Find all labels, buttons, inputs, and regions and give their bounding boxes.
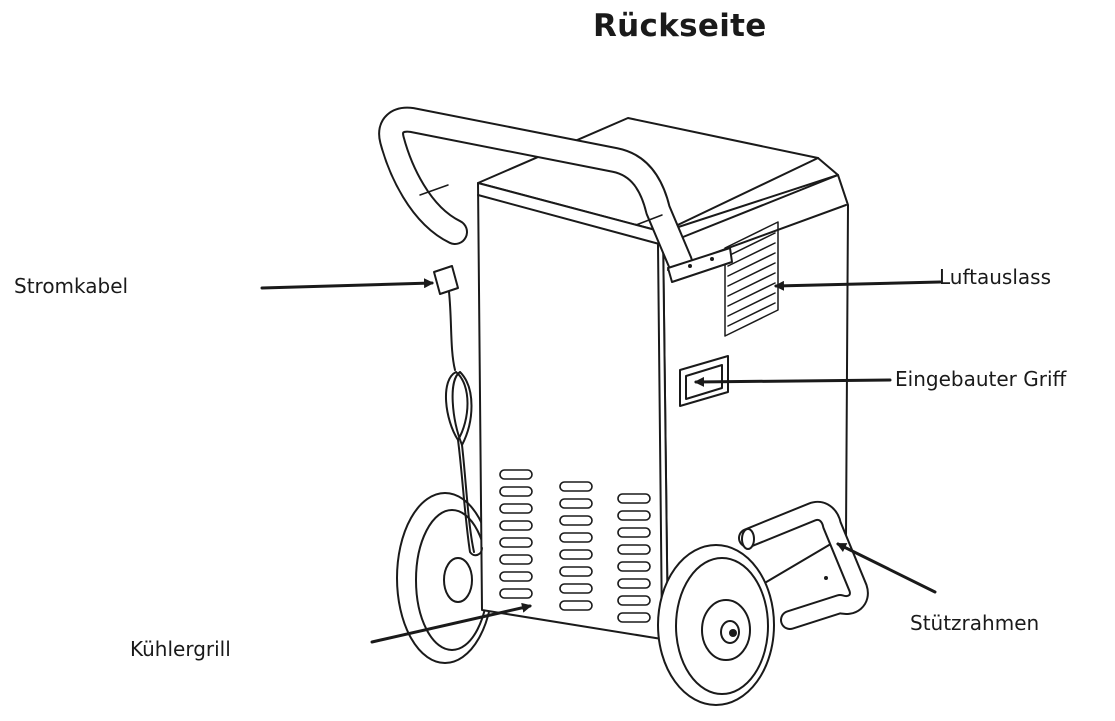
arrow-radiator-grille bbox=[370, 602, 532, 644]
label-air-outlet: Luftauslass bbox=[939, 265, 1052, 289]
arrow-built-in-handle bbox=[694, 376, 892, 387]
left-wheel bbox=[396, 492, 494, 664]
air-outlet-louvres bbox=[724, 221, 779, 337]
push-handle bbox=[378, 106, 733, 283]
label-power-cable: Stromkabel bbox=[14, 274, 129, 298]
arrow-air-outlet bbox=[774, 280, 942, 291]
arrow-support-frame bbox=[836, 542, 937, 594]
label-built-in-handle: Eingebauter Griff bbox=[895, 367, 1067, 391]
arrow-power-cable bbox=[260, 278, 434, 290]
label-radiator-grille: Kühlergrill bbox=[130, 637, 231, 661]
support-frame bbox=[738, 500, 869, 630]
diagram-title: Rückseite bbox=[593, 8, 767, 44]
radiator-grille bbox=[499, 469, 651, 623]
right-wheel bbox=[657, 544, 775, 706]
callout-arrows bbox=[260, 278, 942, 644]
label-support-frame: Stützrahmen bbox=[910, 611, 1040, 635]
power-cable bbox=[433, 265, 483, 557]
